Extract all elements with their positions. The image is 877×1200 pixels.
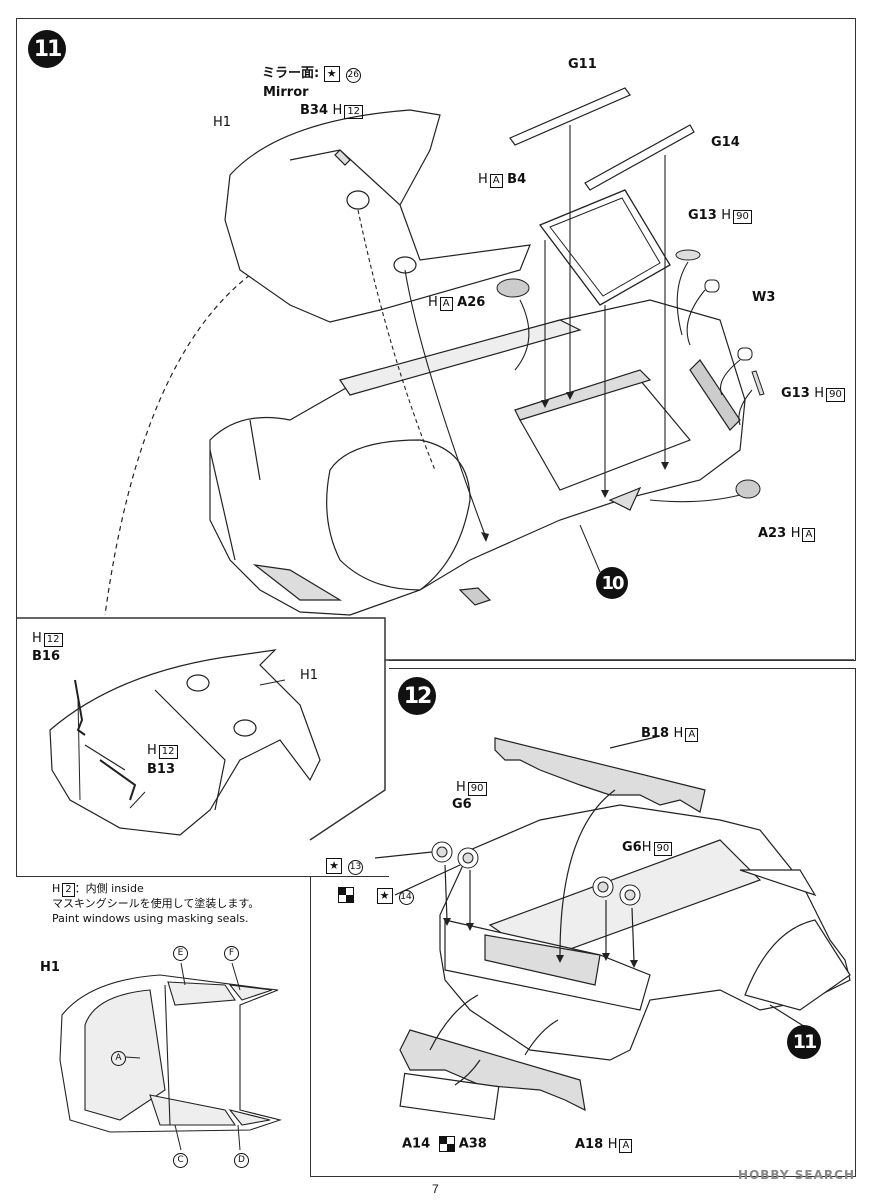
label-G11: G11 [568,57,597,72]
seal-D: D [234,1152,249,1168]
part-A18 [399,1029,586,1112]
checker-color-icon [338,887,354,903]
detail-engine-cover [49,649,321,836]
label-detail-H1: H1 [300,668,319,683]
mirror-jp-label: ミラー面: [262,66,320,81]
step-10-reference-badge: 10 [596,567,628,599]
part-A14 [399,1072,500,1121]
label-color-13: ★13 [326,858,363,875]
label-H1: H1 [213,115,232,130]
label-W3: W3 [752,290,776,305]
masking-line2: マスキングシールを使用して塗装します。 [52,897,260,910]
label-color-14: ★14 [338,887,414,905]
seal-A: A [111,1050,126,1066]
seal-E: E [173,945,188,961]
color-code: 26 [345,68,361,83]
step-11-badge: 11 [28,30,66,68]
part-G6 [431,841,641,906]
mirror-en-label: Mirror [263,85,309,100]
seal-C: C [173,1152,188,1168]
masking-line3: Paint windows using masking seals. [52,911,249,925]
watermark: HOBBY SEARCH [738,1168,855,1182]
label-A14-A38: A14 A38 [402,1136,487,1152]
step-11-reference-badge: 11 [787,1025,821,1059]
masking-diagram [59,974,282,1133]
label-G6-left: G6 [452,797,472,812]
label-G14: G14 [711,135,740,150]
car-body-drawing [209,299,746,616]
label-B13: B13 [147,762,175,777]
mirror-note: ミラー面: ★ 26 [262,66,361,83]
star-color-icon: ★ [323,66,340,82]
label-B16: B16 [32,649,60,664]
checker-color-icon [438,1136,455,1152]
seal-F: F [224,945,239,961]
page-number: 7 [432,1182,439,1196]
label-masking-H1: H1 [40,960,60,975]
engine-cover-H1 [224,109,531,323]
part-B18 [494,737,706,813]
step-12-badge: 12 [398,677,436,715]
